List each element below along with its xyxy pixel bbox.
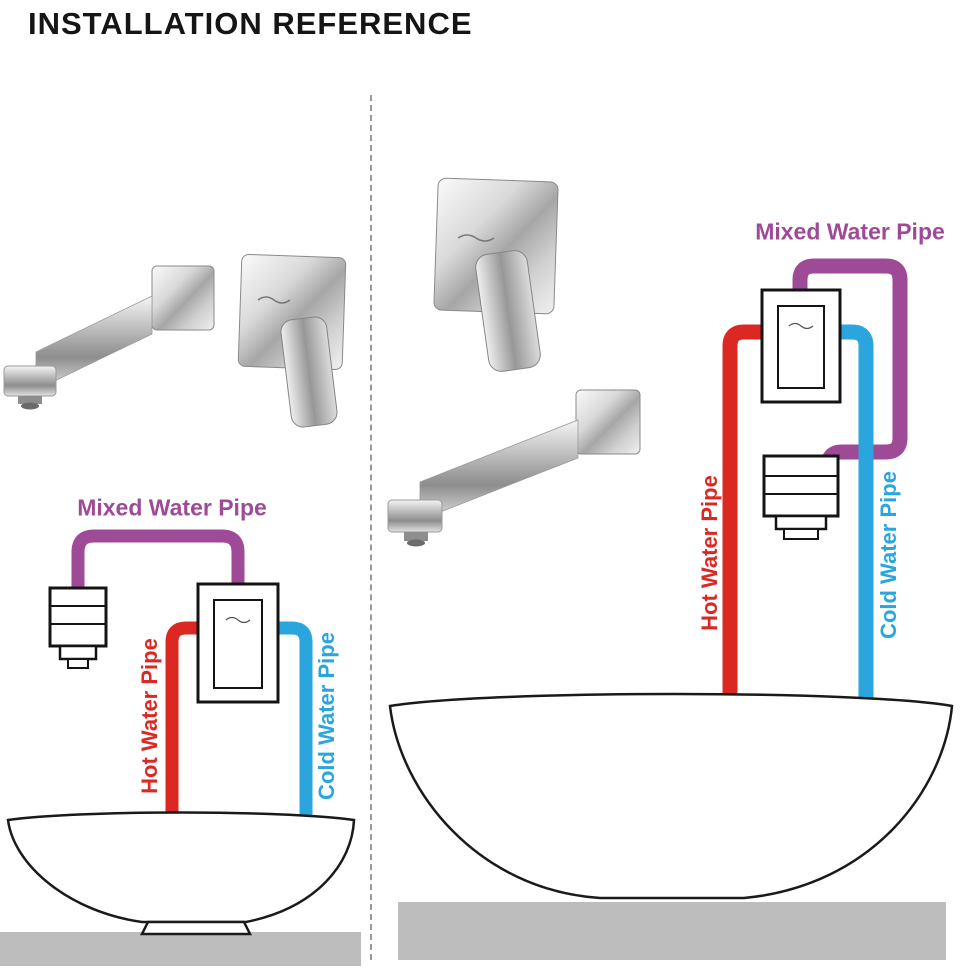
valve-box-inner	[213, 599, 263, 689]
hot-water-pipe-left	[165, 621, 206, 822]
hot-water-pipe-label-right: Hot Water Pipe	[697, 475, 722, 631]
spout-tip	[387, 499, 443, 533]
spout-aerator-opening	[21, 402, 39, 410]
hot-water-pipe-right	[722, 324, 770, 706]
outlet-box-neck	[774, 514, 828, 531]
valve-box-inner	[777, 305, 825, 389]
faucet-spout-illustration-left	[3, 265, 215, 410]
hot-water-pipe-label-left: Hot Water Pipe	[137, 638, 162, 794]
countertop-right	[398, 902, 946, 960]
spout-tube	[419, 419, 579, 521]
valve-box-right	[760, 288, 842, 404]
outlet-box-tip	[783, 528, 819, 540]
mixed-water-pipe-left	[71, 529, 245, 594]
outlet-box-neck	[58, 644, 98, 661]
brand-logo-mark	[225, 616, 251, 624]
cold-water-pipe-label-right: Cold Water Pipe	[876, 471, 901, 639]
outlet-box-body	[762, 454, 840, 518]
spout-wall-flange	[575, 389, 641, 455]
mixer-handle	[475, 250, 541, 372]
spout-aerator	[404, 532, 428, 541]
mixed-water-pipe-right	[792, 258, 908, 467]
sink-basin-right	[388, 692, 954, 900]
mixer-valve-illustration-right	[433, 177, 559, 372]
cold-water-pipe-left	[270, 621, 313, 822]
spout-aerator	[18, 396, 42, 404]
outlet-box-body	[48, 586, 108, 648]
outlet-box-tip	[67, 658, 89, 669]
faucet-spout-illustration-right	[387, 389, 641, 547]
mixed-water-pipe-label-right: Mixed Water Pipe	[755, 218, 945, 245]
spout-tip	[3, 365, 57, 397]
spout-aerator-opening	[407, 539, 425, 547]
mixed-water-pipe-label-left: Mixed Water Pipe	[77, 494, 267, 521]
spout-outlet-box-right	[762, 454, 840, 540]
sink-basin-left	[6, 811, 356, 924]
spout-outlet-box-left	[48, 586, 108, 669]
cold-water-pipe-label-left: Cold Water Pipe	[314, 632, 339, 800]
page-title: INSTALLATION REFERENCE	[28, 6, 473, 41]
spout-wall-flange	[151, 265, 215, 331]
mixer-handle	[280, 316, 338, 428]
countertop-left	[0, 932, 361, 966]
brand-logo-mark	[457, 234, 495, 242]
brand-logo-mark	[788, 322, 814, 330]
cold-water-pipe-right	[832, 324, 874, 706]
panel-divider	[370, 95, 372, 960]
mixer-valve-illustration-left	[237, 253, 347, 428]
brand-logo-mark	[257, 296, 291, 304]
basin-foot-left	[139, 920, 253, 936]
valve-box-left	[196, 582, 280, 704]
